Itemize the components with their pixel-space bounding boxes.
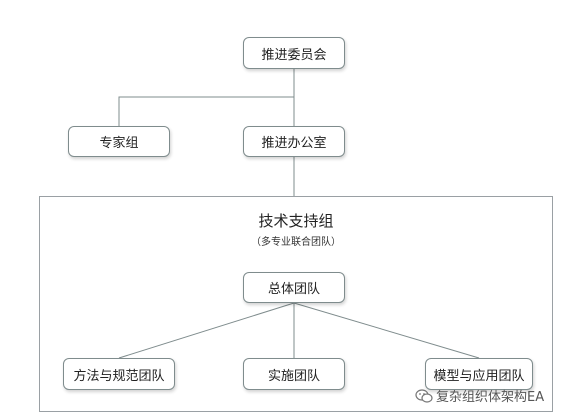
implementation-team-label: 实施团队 [267,368,320,384]
line-overall-model [293,302,480,359]
committee-box: 推进委员会 [243,37,345,69]
watermark: 复杂组织体架构EA [415,386,544,405]
experts-box: 专家组 [68,126,170,157]
wechat-icon [415,388,433,403]
tech-group-title: 技术支持组 [258,212,334,230]
model-team-box: 模型与应用团队 [425,358,533,390]
implementation-team-box: 实施团队 [243,358,345,390]
office-box: 推进办公室 [243,126,345,157]
overall-team-label: 总体团队 [267,282,320,297]
methods-team-label: 方法与规范团队 [73,368,165,384]
methods-team-box: 方法与规范团队 [63,358,175,390]
model-team-label: 模型与应用团队 [433,368,525,384]
experts-label: 专家组 [99,136,139,151]
committee-label: 推进委员会 [261,47,327,63]
line-committee-experts [118,96,294,126]
overall-team-box: 总体团队 [243,272,345,303]
line-overall-methods [118,302,295,359]
watermark-text: 复杂组织体架构EA [436,390,545,405]
tech-group-subtitle: （多专业联合团队） [251,237,341,248]
office-label: 推进办公室 [261,136,327,151]
